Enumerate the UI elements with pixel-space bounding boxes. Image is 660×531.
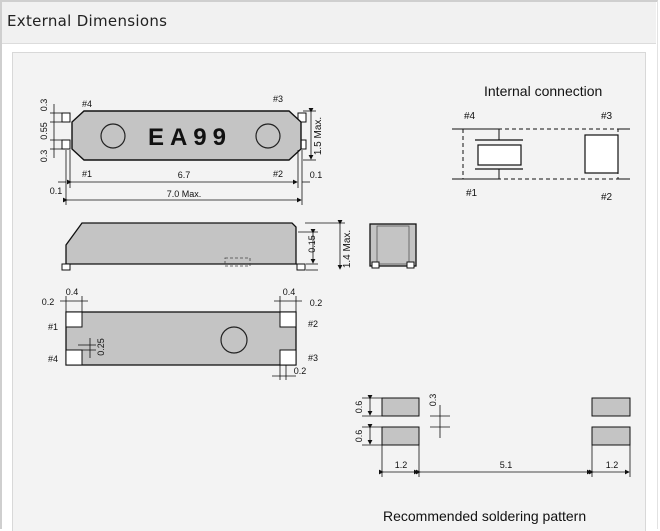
pin-label: #1	[82, 169, 92, 179]
pin-label: #1	[466, 188, 478, 199]
pin-label: #4	[48, 354, 58, 364]
lead-pad	[61, 112, 71, 123]
pin-label: #2	[308, 319, 318, 329]
dim-label: 0.6	[354, 401, 364, 414]
dim-label: 1.2	[395, 460, 408, 470]
lead-pad	[61, 139, 71, 150]
dim-label: 5.1	[500, 460, 513, 470]
dim-label: 0.3	[39, 99, 49, 112]
end-view-body	[369, 223, 417, 267]
dim-label: 0.2	[294, 366, 307, 376]
pin-label: #3	[273, 94, 283, 104]
soldering-pattern: 0.6 0.6 0.3 1.2 5.1 1.2 Recommended sold…	[354, 394, 631, 524]
pin-label: #3	[601, 111, 613, 122]
marking-text: EA99	[148, 124, 232, 151]
side-body	[65, 222, 297, 265]
dim-label: 0.6	[354, 430, 364, 443]
dim-label: 0.1	[310, 170, 323, 180]
dim-label: 1.4 Max.	[342, 230, 353, 268]
soldering-title: Recommended soldering pattern	[383, 508, 586, 524]
dim-label: 1.5 Max.	[313, 117, 324, 155]
dim-label: 0.2	[310, 298, 323, 308]
dim-label: 6.7	[178, 170, 191, 180]
pin-label: #4	[464, 111, 476, 122]
pin-label: #4	[82, 99, 92, 109]
dim-label: 0.25	[96, 338, 106, 356]
lead-pad	[297, 112, 307, 123]
mark-circle-right	[255, 123, 281, 149]
pin-label: #3	[308, 353, 318, 363]
pin-label: #2	[273, 169, 283, 179]
dim-label: 1.2	[606, 460, 619, 470]
dim-label: 0.2	[42, 297, 55, 307]
dim-label: 0.4	[283, 287, 296, 297]
side-view: 0.15 1.4 Max.	[61, 220, 417, 271]
dim-label: 0.15	[307, 235, 317, 253]
bottom-body	[65, 311, 297, 366]
package-body	[71, 110, 302, 161]
dim-label: 7.0 Max.	[167, 189, 202, 199]
internal-connection: Internal connection #4 #3 #1 #2	[452, 83, 630, 203]
top-view: EA99 #4 #3 #1 #2 0.3 0.55 0.3 1.5 Max. 6…	[39, 94, 324, 205]
mark-circle-left	[100, 123, 126, 149]
dim-label: 0.55	[39, 122, 49, 140]
dim-label: 0.4	[66, 287, 79, 297]
dim-label: 0.3	[428, 394, 438, 407]
pin-label: #2	[601, 192, 613, 203]
internal-title: Internal connection	[484, 83, 602, 99]
section-title: External Dimensions	[7, 12, 168, 30]
dim-label: 0.3	[39, 150, 49, 163]
bottom-view: #1 #2 #3 #4 0.4 0.2 0.4 0.2 0.25 0.2	[42, 287, 323, 380]
section-header: External Dimensions	[2, 2, 656, 44]
dim-label: 0.1	[50, 186, 63, 196]
pin-label: #1	[48, 322, 58, 332]
